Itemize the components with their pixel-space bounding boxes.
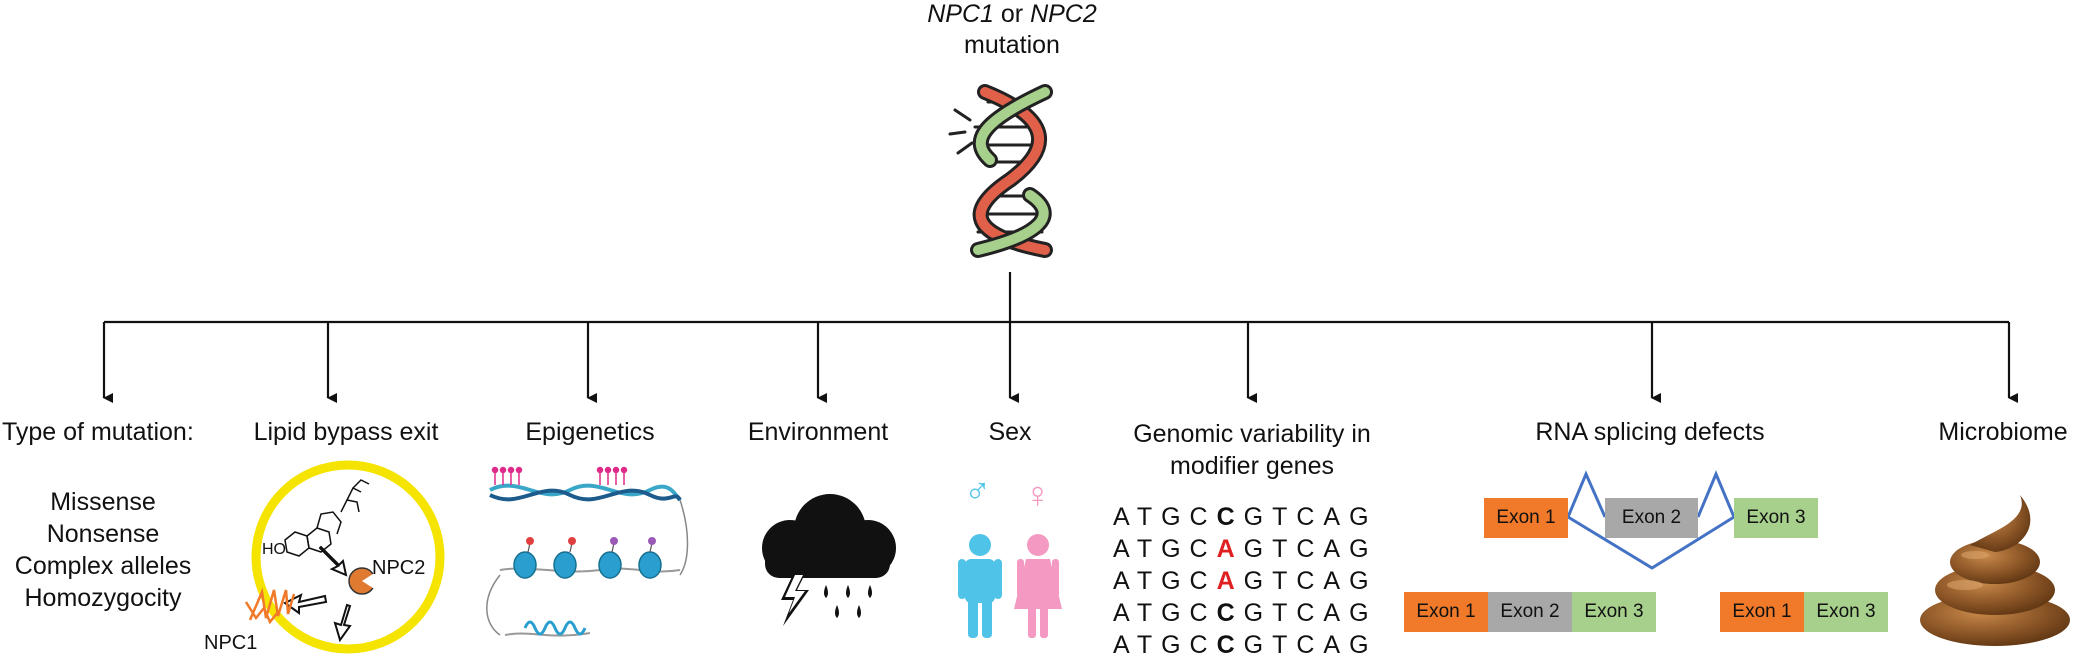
branch-label-splicing: RNA splicing defects (1535, 418, 1765, 446)
sequence-row: ATGCCGTCAG (1113, 503, 1378, 532)
sequence-prefix: ATGC (1113, 599, 1217, 627)
branch-label-genomic-line2: modifier genes (1170, 452, 1334, 480)
cholesterol-molecule-icon (284, 479, 370, 557)
sequence-suffix: GTCAG (1243, 503, 1378, 531)
exon1-box-top: Exon 1 (1484, 498, 1568, 538)
splice-line-skip (1567, 515, 1735, 570)
sequence-suffix: GTCAG (1243, 599, 1378, 627)
female-symbol-icon: ♀ (1024, 474, 1051, 515)
male-figure-icon (958, 534, 1002, 638)
npc2-label: NPC2 (372, 557, 426, 579)
variant-base: A (1216, 567, 1244, 595)
mutation-type-item: Complex alleles (14, 552, 192, 580)
exon2-box-top: Exon 2 (1605, 498, 1698, 538)
branch-label-genomic: Genomic variability in modifier genes (1133, 418, 1371, 482)
sequence-prefix: ATGC (1113, 631, 1217, 659)
mutation-type-item: Nonsense (46, 520, 160, 548)
branch-label-environment: Environment (747, 418, 889, 446)
epigenetics-illustration (486, 466, 689, 637)
poop-icon (1920, 495, 2070, 646)
tree-connectors (102, 272, 2018, 403)
sequence-prefix: ATGC (1113, 535, 1217, 563)
top-mutation-label: mutation (964, 31, 1060, 59)
branch-label-genomic-line1: Genomic variability in (1133, 420, 1371, 448)
dna-broken-icon (948, 84, 1053, 258)
splice-loop-left (1566, 470, 1607, 518)
arrow-to-npc1-icon (283, 593, 328, 615)
splice-loop-right (1696, 470, 1736, 518)
storm-cloud-icon (762, 494, 896, 626)
exon3-box-top: Exon 3 (1734, 498, 1818, 538)
gene-npc2: NPC2 (1030, 0, 1097, 28)
variant-base: A (1216, 535, 1244, 563)
sequence-suffix: GTCAG (1243, 535, 1378, 563)
top-gene-label: NPC1 or NPC2 (927, 0, 1097, 29)
branch-label-sex: Sex (988, 418, 1032, 446)
male-symbol-icon: ♂ (964, 470, 991, 511)
arrow-down-icon (333, 603, 352, 643)
sequence-suffix: GTCAG (1243, 631, 1378, 659)
splicing-illustration (1566, 470, 1736, 570)
gene-npc1: NPC1 (927, 0, 994, 28)
branch-label-type: Type of mutation: (2, 418, 194, 446)
lipid-bypass-illustration (244, 460, 445, 654)
variant-base: C (1216, 503, 1244, 531)
ho-label: HO (262, 541, 286, 558)
variant-base: C (1216, 599, 1244, 627)
variant-base: C (1216, 631, 1244, 659)
mutation-type-item: Homozygocity (24, 584, 182, 612)
sequence-row: ATGCCGTCAG (1113, 631, 1378, 660)
arrow-to-npc2-icon (318, 545, 348, 577)
npc1-protein-icon (244, 587, 296, 625)
sequence-suffix: GTCAG (1243, 567, 1378, 595)
female-figure-icon (1014, 534, 1062, 638)
sequence-prefix: ATGC (1113, 567, 1217, 595)
exon3-box-skipped: Exon 3 (1804, 592, 1888, 632)
sequence-row: ATGCAGTCAG (1113, 535, 1378, 564)
mutation-types-list: Missense Nonsense Complex alleles Homozy… (15, 486, 191, 614)
npc1-label: NPC1 (204, 632, 258, 654)
sequence-row: ATGCAGTCAG (1113, 567, 1378, 596)
branch-label-epigenetics: Epigenetics (525, 418, 655, 446)
branch-label-lipid: Lipid bypass exit (253, 418, 439, 446)
npc2-protein-icon (348, 567, 376, 595)
sequence-prefix: ATGC (1113, 503, 1217, 531)
sequence-row: ATGCCGTCAG (1113, 599, 1378, 628)
exon1-box-skipped: Exon 1 (1720, 592, 1804, 632)
exon1-box-included: Exon 1 (1404, 592, 1488, 632)
exon3-box-included: Exon 3 (1572, 592, 1656, 632)
mutation-type-item: Missense (50, 488, 156, 516)
gene-connector: or (1000, 0, 1024, 28)
branch-label-microbiome: Microbiome (1938, 418, 2068, 446)
exon2-box-included: Exon 2 (1488, 592, 1572, 632)
